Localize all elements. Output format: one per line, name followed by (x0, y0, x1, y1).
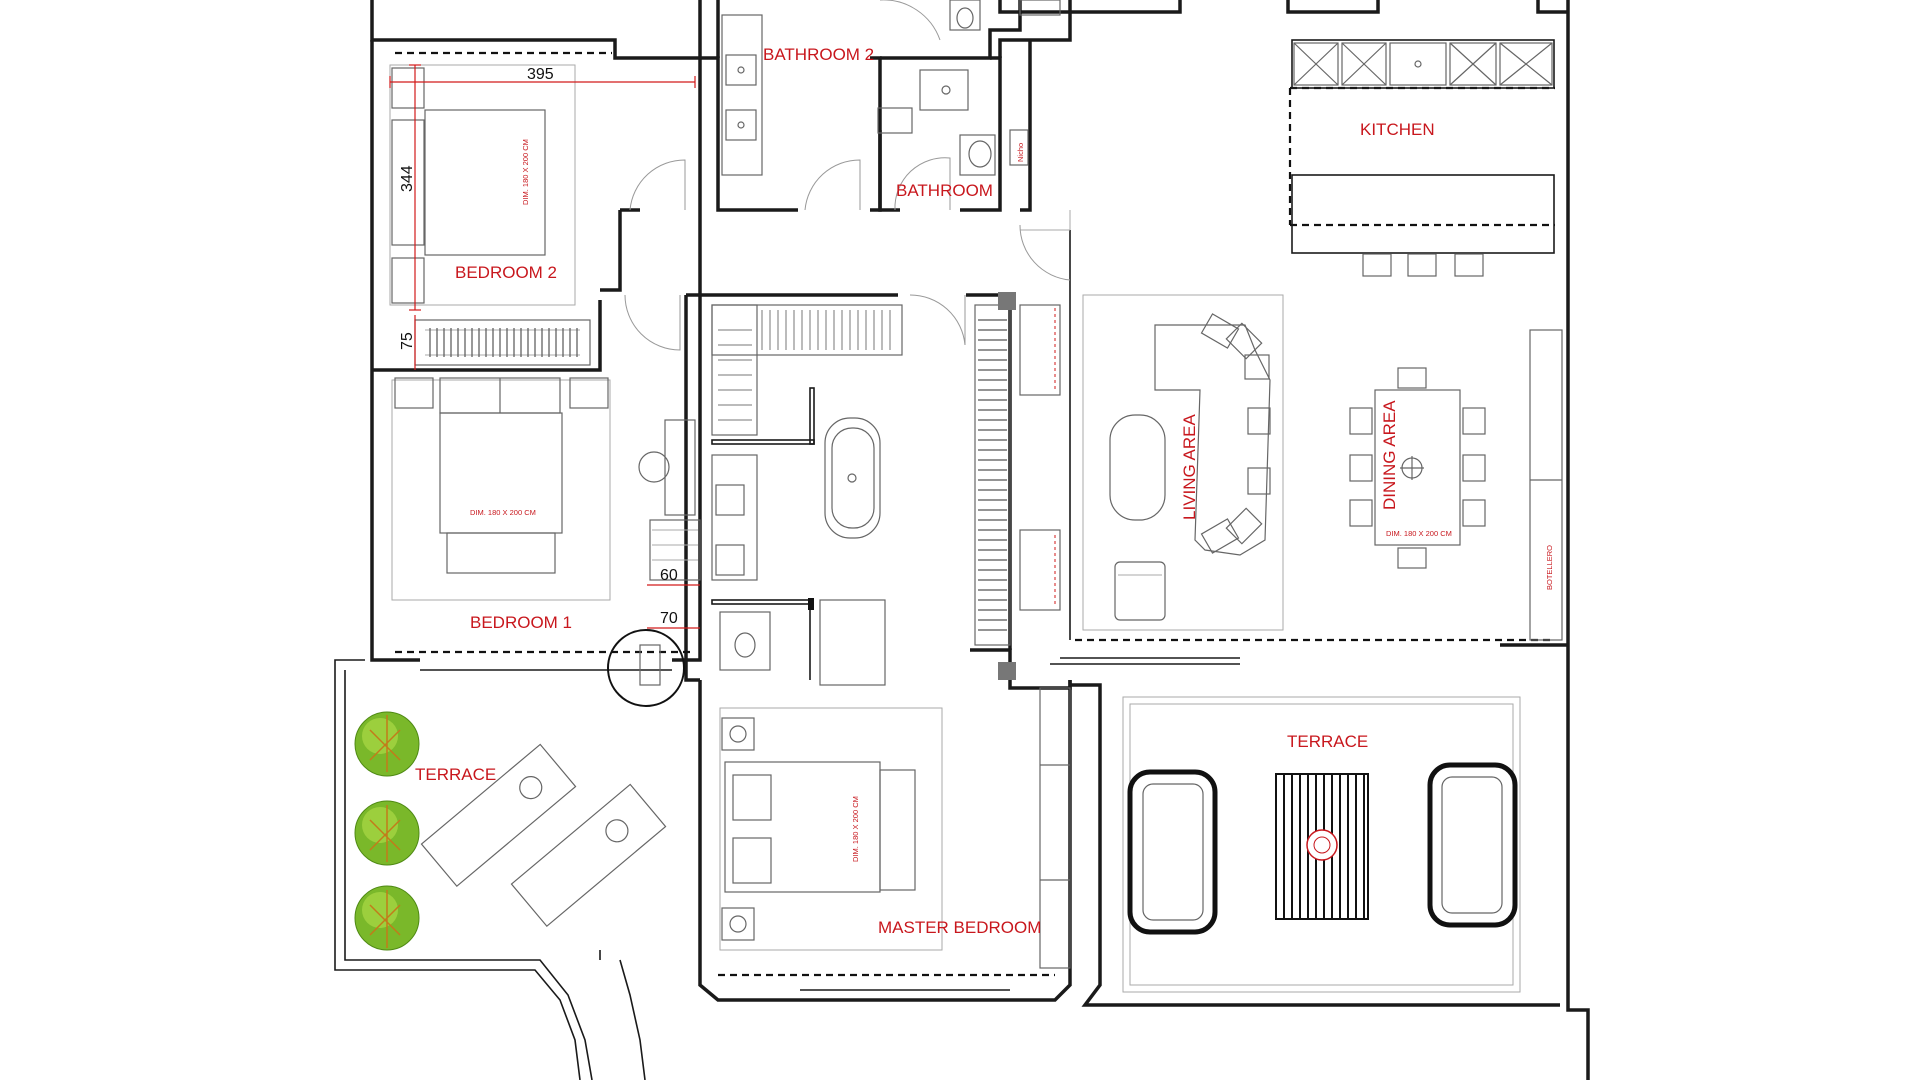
glazing-lines (420, 210, 1240, 991)
dining-area-furniture (1349, 367, 1486, 569)
dim-passage-60: 60 (660, 567, 678, 584)
kitchen (1291, 39, 1563, 641)
label-living-area: LIVING AREA (1180, 414, 1199, 520)
terrace-right (1122, 696, 1521, 993)
label-bathroom-2: BATHROOM 2 (763, 45, 874, 64)
dashed-lines (395, 51, 1555, 977)
label-dining-area: DINING AREA (1380, 400, 1399, 510)
note-dining: DIM. 180 X 200 CM (1386, 529, 1452, 538)
label-kitchen: KITCHEN (1360, 120, 1435, 139)
terrace-left (334, 659, 667, 1080)
label-bedroom-1: BEDROOM 1 (470, 613, 572, 632)
living-area-furniture (1082, 294, 1284, 631)
dim-bedroom2-depth: 344 (399, 165, 416, 192)
dim-bedroom2-width: 395 (527, 66, 554, 83)
dimension-labels: 395 344 75 60 70 (399, 66, 678, 627)
bathroom-2-fixtures (721, 0, 1061, 176)
label-bedroom-2: BEDROOM 2 (455, 263, 557, 282)
bedroom-2-furniture (389, 64, 591, 366)
note-botellero: BOTELLERO (1545, 545, 1554, 590)
note-nicho: Nicho (1016, 143, 1025, 162)
master-bedroom-furniture (719, 687, 1071, 969)
dim-passage-70: 70 (660, 610, 678, 627)
outer-walls (370, 0, 1590, 1080)
dim-wardrobe-depth: 75 (399, 332, 416, 350)
label-terrace-right: TERRACE (1287, 732, 1368, 751)
label-terrace-left: TERRACE (415, 765, 496, 784)
label-master-bedroom: MASTER BEDROOM (878, 918, 1041, 937)
annotations: DIM. 180 X 200 CM DIM. 180 X 200 CM DIM.… (470, 139, 1554, 862)
note-bed-master: DIM. 180 X 200 CM (851, 796, 860, 862)
room-labels: BATHROOM 2 BATHROOM KITCHEN BEDROOM 2 BE… (415, 45, 1435, 937)
doors (624, 157, 1071, 351)
dimension-lines (389, 64, 700, 629)
label-bathroom: BATHROOM (896, 181, 993, 200)
tree-3 (354, 885, 420, 951)
tree-2 (354, 800, 420, 866)
bathroom-fixtures (877, 69, 1029, 176)
tree-1 (354, 711, 420, 777)
note-bed-bedroom1: DIM. 180 X 200 CM (470, 508, 536, 517)
bedroom-1-furniture (391, 377, 701, 707)
hall-wardrobe (974, 292, 1061, 680)
master-bath-fixtures (711, 304, 903, 686)
note-bed-bedroom2: DIM. 180 X 200 CM (521, 139, 530, 205)
